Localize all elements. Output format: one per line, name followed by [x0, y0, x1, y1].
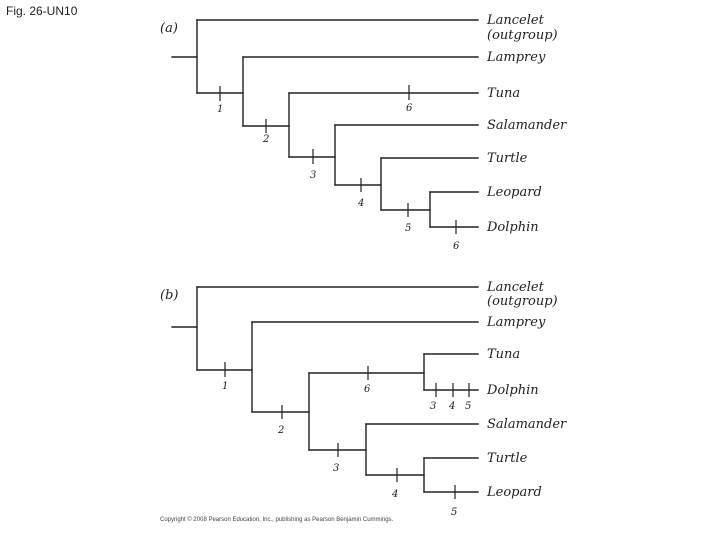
taxon-leopard: Leopard [486, 185, 542, 200]
taxon-salamander: Salamander [487, 417, 567, 432]
character-label: 3 [310, 170, 316, 181]
taxon-outgroup-note: (outgroup) [487, 28, 558, 43]
taxon-lamprey: Lamprey [486, 315, 546, 330]
panel-b-label: (b) [160, 288, 178, 303]
character-label: 4 [357, 198, 364, 209]
taxon-dolphin: Dolphin [486, 220, 539, 235]
character-label: 5 [405, 223, 411, 234]
panel-b-branches [171, 286, 479, 493]
panel-a-label: (a) [160, 21, 178, 36]
taxon-tuna: Tuna [487, 347, 520, 362]
character-label: 5 [465, 401, 471, 412]
taxon-lamprey: Lamprey [486, 50, 546, 65]
panel-b-character-labels: 1 2 6 3 4 5 3 4 5 [222, 381, 471, 518]
character-label: 6 [364, 384, 371, 395]
taxon-tuna: Tuna [487, 86, 520, 101]
character-label: 2 [262, 134, 269, 145]
taxon-salamander: Salamander [487, 118, 567, 133]
character-label: 6 [406, 103, 413, 114]
panel-a-character-labels: 1 2 6 3 4 5 6 [217, 103, 460, 252]
character-label: 6 [453, 241, 460, 252]
taxon-turtle: Turtle [487, 451, 528, 466]
character-label: 4 [391, 489, 398, 500]
copyright-notice: Copyright © 2008 Pearson Education, Inc.… [160, 517, 394, 523]
taxon-leopard: Leopard [486, 485, 542, 500]
character-label: 3 [430, 401, 436, 412]
panel-a-taxa: Lancelet (outgroup) Lamprey Tuna Salaman… [486, 13, 567, 235]
taxon-outgroup-note: (outgroup) [487, 294, 558, 309]
panel-a: (a) [160, 13, 567, 252]
panel-b-character-ticks [224, 362, 470, 499]
character-label: 5 [451, 507, 457, 518]
character-label: 3 [333, 463, 339, 474]
character-label: 1 [222, 381, 228, 392]
panel-b: (b) [160, 280, 567, 518]
taxon-turtle: Turtle [487, 151, 528, 166]
taxon-lancelet: Lancelet [486, 13, 545, 28]
taxon-lancelet: Lancelet [486, 280, 545, 295]
character-label: 1 [217, 104, 223, 115]
character-label: 4 [448, 401, 455, 412]
character-label: 2 [277, 425, 284, 436]
figure-label: Fig. 26-UN10 [6, 4, 78, 18]
panel-a-character-ticks [219, 85, 457, 234]
taxon-dolphin: Dolphin [486, 383, 539, 398]
panel-b-taxa: Lancelet (outgroup) Lamprey Tuna Dolphin… [486, 280, 567, 500]
panel-a-branches [171, 19, 479, 228]
